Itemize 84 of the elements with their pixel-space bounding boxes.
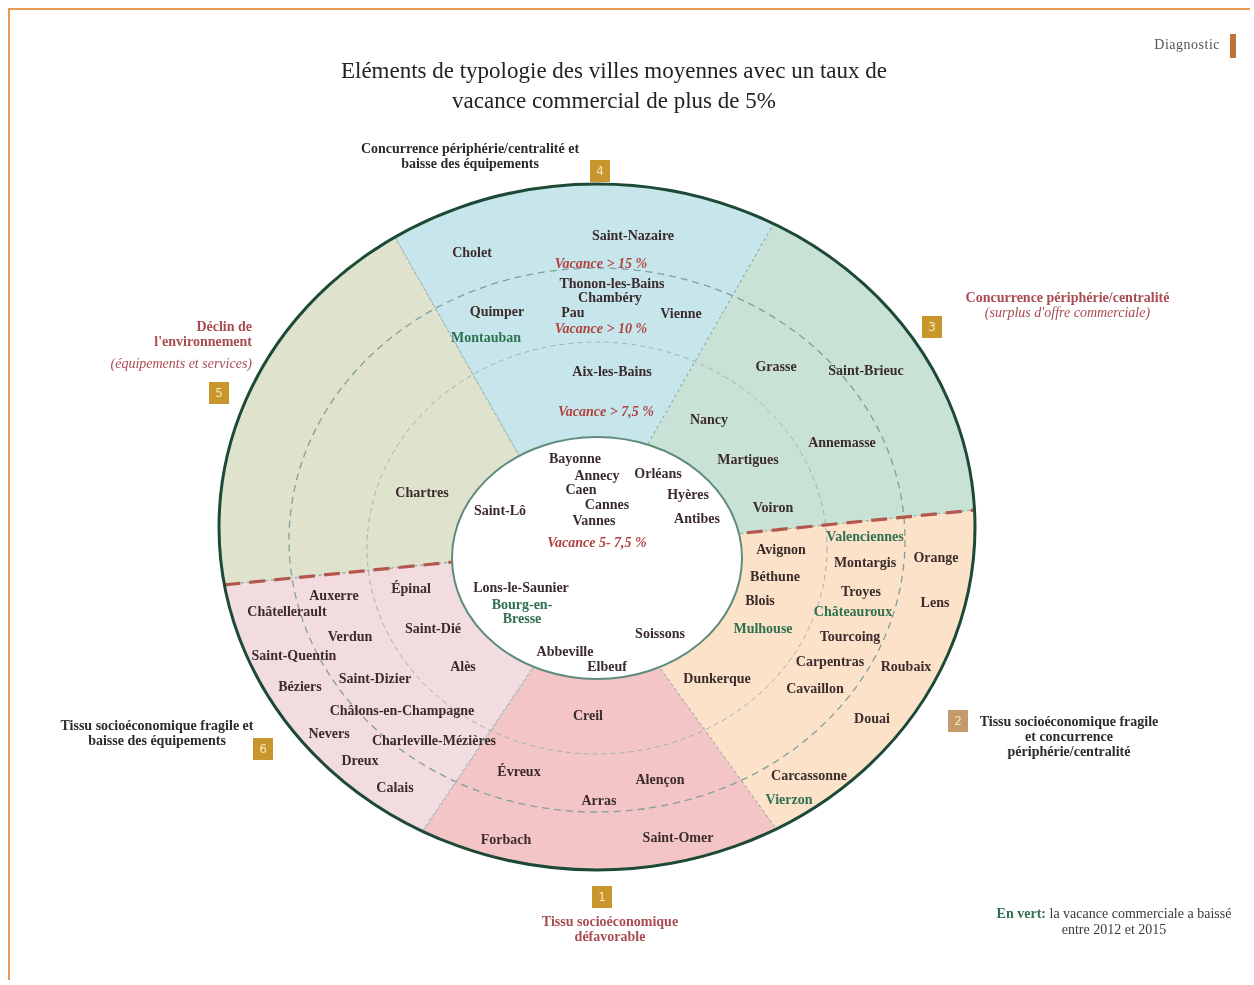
city-name: Douai xyxy=(854,712,890,726)
city-name: Caen xyxy=(565,483,597,497)
category-label: Tissu socioéconomique fragile et concurrence périphérie/centralité xyxy=(978,714,1160,759)
city-name: Lens xyxy=(920,596,950,610)
city-name: Troyes xyxy=(841,585,881,599)
city-name: Antibes xyxy=(674,512,720,526)
category-label: Tissu socioéconomique fragile et baisse des équipements xyxy=(59,718,255,748)
city-name: Orléans xyxy=(634,467,682,481)
city-name: Cavaillon xyxy=(786,682,844,696)
city-name: Pau xyxy=(561,306,585,320)
city-name: Tourcoing xyxy=(819,630,881,644)
city-name: Avignon xyxy=(756,543,806,557)
category-label: (surplus d'offre commerciale) xyxy=(983,305,1152,320)
city-name: Verdun xyxy=(327,630,373,644)
city-name: Arras xyxy=(581,794,617,808)
city-name: Blois xyxy=(745,594,775,608)
diagram-title: Eléments de typologie des villes moyennes avec un taux de vacance commercial de plus de 5% xyxy=(339,57,889,115)
number-badge: 5 xyxy=(209,382,229,404)
city-name: Auxerre xyxy=(309,589,359,603)
city-name: Calais xyxy=(376,781,414,795)
city-name: Montauban xyxy=(450,331,521,345)
vacancy-threshold-label: Vacance 5- 7,5 % xyxy=(547,536,647,550)
city-name: Chambéry xyxy=(578,291,642,305)
city-name: Chartres xyxy=(395,486,449,500)
city-name: Cannes xyxy=(584,498,630,512)
city-name: Saint-Omer xyxy=(642,831,714,845)
city-name: Vannes xyxy=(572,514,616,528)
city-name: Dreux xyxy=(341,754,379,768)
city-name: Bourg-en-Bresse xyxy=(490,598,554,626)
city-name: Annecy xyxy=(574,469,620,483)
city-name: Carpentras xyxy=(795,655,865,669)
city-name: Elbeuf xyxy=(587,660,627,674)
city-name: Châteauroux xyxy=(813,605,893,619)
category-label: Concurrence périphérie/centralité xyxy=(964,290,1171,305)
city-name: Alençon xyxy=(635,773,685,787)
city-name: Carcassonne xyxy=(771,769,847,783)
city-name: Montargis xyxy=(833,556,897,570)
city-name: Béthune xyxy=(750,570,800,584)
city-name: Annemasse xyxy=(808,436,876,450)
city-name: Martigues xyxy=(717,453,779,467)
city-name: Saint-Nazaire xyxy=(591,229,675,243)
vacancy-threshold-label: Vacance > 10 % xyxy=(554,322,648,336)
city-name: Voiron xyxy=(752,501,794,515)
city-name: Hyères xyxy=(667,488,709,502)
city-name: Creil xyxy=(572,709,603,723)
city-name: Saint-Lô xyxy=(473,504,527,518)
city-name: Mulhouse xyxy=(733,622,793,636)
city-name: Nevers xyxy=(308,727,350,741)
city-name: Vierzon xyxy=(765,793,813,807)
city-name: Forbach xyxy=(480,833,532,847)
category-label: Tissu socioéconomique défavorable xyxy=(540,914,680,944)
city-name: Châtellerault xyxy=(247,605,327,619)
city-name: Vienne xyxy=(660,307,702,321)
category-label: Déclin de l'environnement xyxy=(153,319,252,349)
city-name: Nancy xyxy=(689,413,729,427)
city-name: Cholet xyxy=(452,246,492,260)
category-label: (équipements et services) xyxy=(109,356,252,371)
vacancy-threshold-label: Vacance > 15 % xyxy=(554,257,648,271)
section-label: Diagnostic xyxy=(1154,37,1220,53)
city-name: Châlons-en-Champagne xyxy=(329,704,475,718)
city-name: Bayonne xyxy=(548,452,602,466)
city-name: Thonon-les-Bains xyxy=(559,277,665,291)
city-name: Aix-les-Bains xyxy=(572,365,652,379)
city-name: Grasse xyxy=(755,360,797,374)
city-name: Soissons xyxy=(635,627,685,641)
city-name: Saint-Dizier xyxy=(338,672,412,686)
vacancy-threshold-label: Vacance > 7,5 % xyxy=(558,405,654,419)
city-name: Saint-Dié xyxy=(405,622,461,636)
city-name: Évreux xyxy=(497,765,541,779)
city-name: Béziers xyxy=(278,680,322,694)
city-name: Épinal xyxy=(391,582,431,596)
category-label: Concurrence périphérie/centralité et baisse des équipements xyxy=(360,141,580,171)
legend-note: En vert: la vacance commerciale a baissé entre 2012 et 2015 xyxy=(995,906,1233,938)
city-name: Quimper xyxy=(469,305,525,319)
city-name: Charleville-Mézières xyxy=(371,734,497,748)
city-name: Saint-Brieuc xyxy=(828,364,904,378)
city-name: Roubaix xyxy=(880,660,932,674)
city-name: Valenciennes xyxy=(826,530,904,544)
city-name: Orange xyxy=(913,551,959,565)
city-name: Alès xyxy=(450,660,476,674)
city-name: Dunkerque xyxy=(683,672,751,686)
city-name: Abbeville xyxy=(536,645,594,659)
city-name: Lons-le-Saunier xyxy=(473,581,569,595)
city-name: Saint-Quentin xyxy=(251,649,337,663)
